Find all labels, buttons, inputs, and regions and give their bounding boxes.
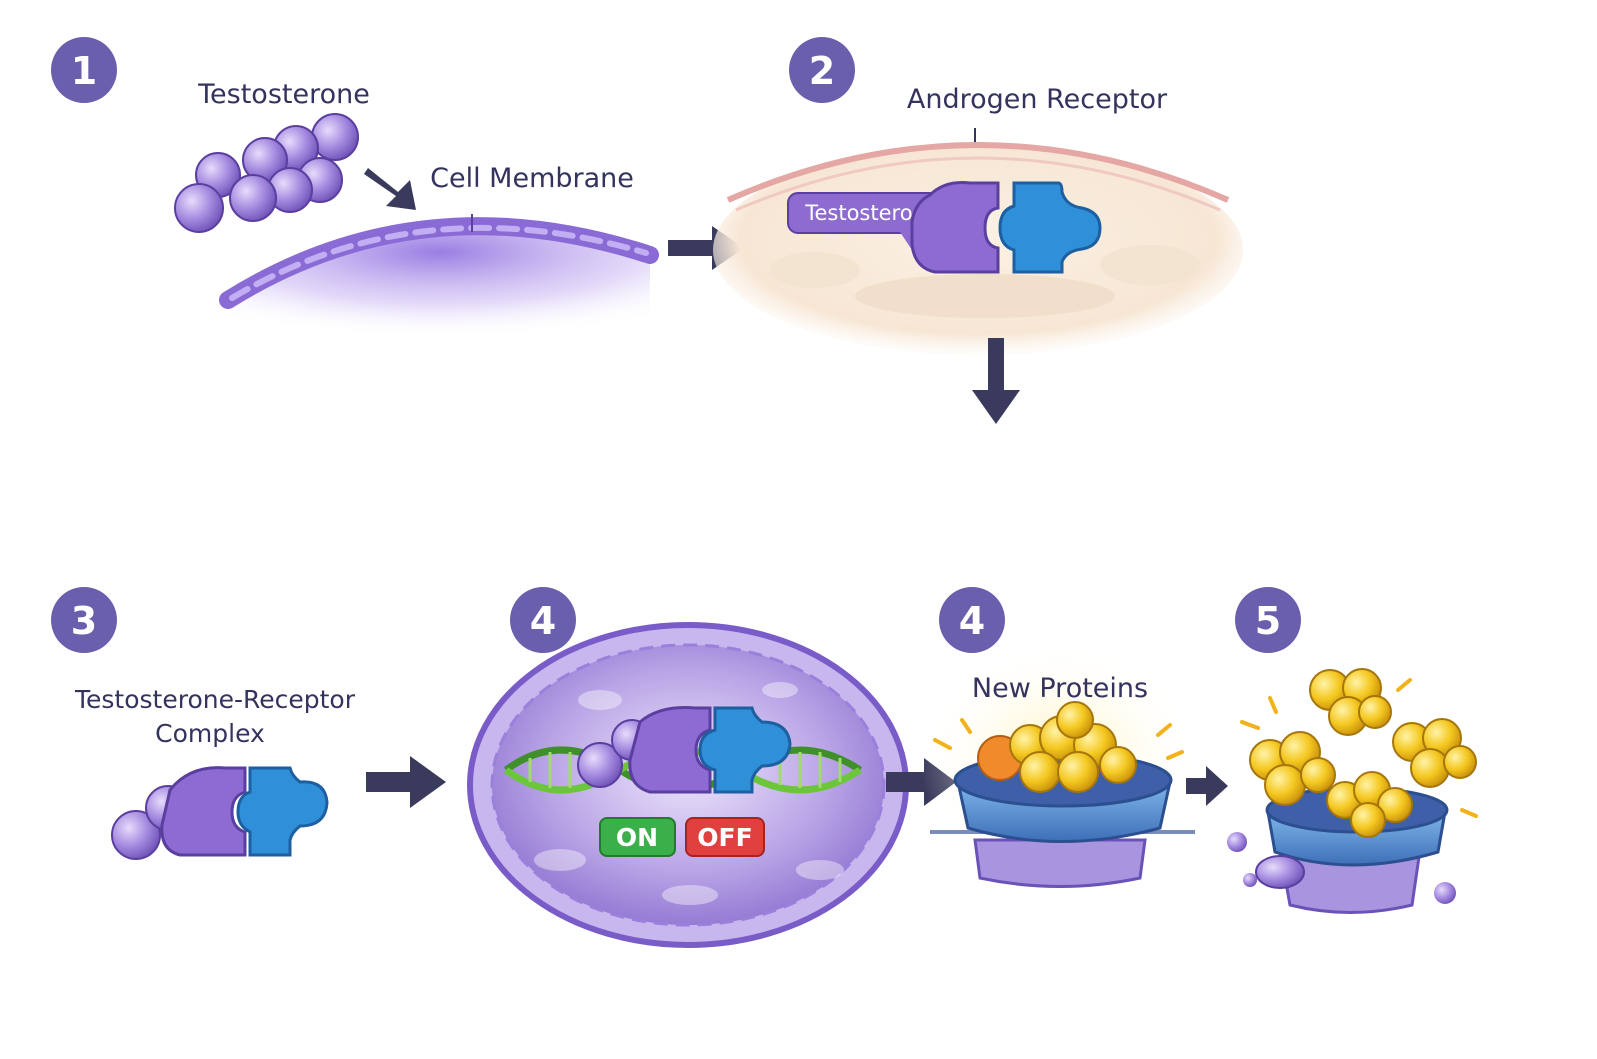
step-3-badge: 3 [51, 587, 117, 653]
sparkle-lines [933, 718, 1184, 760]
released-protein-2 [1309, 668, 1392, 736]
gene-switch-on: ON [599, 817, 676, 857]
arrow-right-icon [366, 756, 446, 808]
cell-membrane-label: Cell Membrane [430, 163, 634, 194]
step-4-badge: 4 [510, 587, 576, 653]
sparkle-lines [1240, 678, 1478, 818]
complex-label-line2: Complex [155, 719, 265, 748]
testosterone-label: Testosterone [197, 79, 370, 110]
step-5-number: 5 [1255, 599, 1281, 643]
step-4b-badge: 4 [939, 587, 1005, 653]
new-protein-cluster [977, 701, 1137, 793]
switch-off-label: OFF [697, 823, 752, 852]
cell-membrane [219, 214, 659, 338]
receptor-puzzle-piece [998, 181, 1102, 274]
released-protein-1 [1249, 731, 1336, 806]
step-1-badge: 1 [51, 37, 117, 103]
released-protein-4 [1326, 771, 1413, 838]
nuclear-hormone-receptor-complex [577, 706, 792, 794]
released-protein-3 [1392, 718, 1477, 788]
androgen-receptor-label: Androgen Receptor [907, 84, 1168, 115]
step-4-number: 4 [530, 599, 556, 643]
arrow-down-icon [972, 338, 1020, 424]
complex-label-line1: Testosterone-Receptor [74, 685, 356, 714]
hormone-receptor-complex [111, 766, 329, 860]
switch-on-label: ON [616, 823, 658, 852]
step-2-number: 2 [809, 49, 835, 93]
hormone-puzzle-piece [910, 181, 1000, 274]
step-5-badge: 5 [1235, 587, 1301, 653]
step-4b-number: 4 [959, 599, 985, 643]
testosterone-molecule-cluster [174, 113, 359, 233]
step-2-badge: 2 [789, 37, 855, 103]
step-3-number: 3 [71, 599, 97, 643]
step-1-number: 1 [71, 49, 97, 93]
gene-switch-off: OFF [685, 817, 765, 857]
arrow-right-icon [364, 168, 416, 210]
arrow-right-icon [1186, 766, 1228, 806]
new-proteins-label: New Proteins [972, 673, 1148, 704]
